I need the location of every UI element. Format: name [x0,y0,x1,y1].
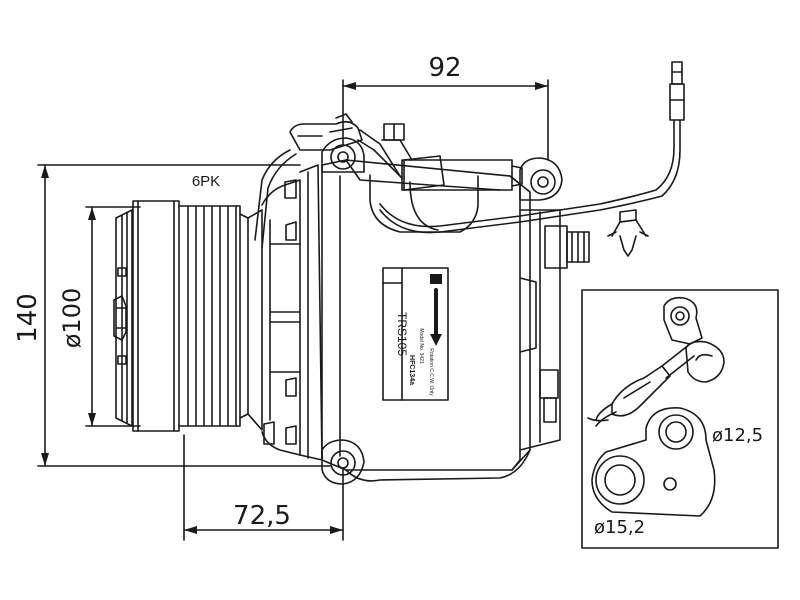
label-model: TRS105 [395,312,409,356]
port-detail-inset: ø12,5 ø15,2 [581,289,779,549]
dimension-140-label: 140 [13,293,43,343]
mounting-ears [321,137,563,485]
dimension-100-label: ø100 [58,288,86,349]
port-small-diameter-label: ø12,5 [712,425,763,446]
dimension-pulley-diameter: ø100 [58,206,141,427]
label-line1: HFC134a [408,355,415,385]
wire-harness [254,61,685,257]
dimension-92-label: 92 [428,53,461,83]
label-line3: Rotation C.C.W. Only [428,348,434,396]
wire-clip [607,209,649,257]
belt-type-label: 6PK [192,173,220,190]
port-large-diameter-label: ø15,2 [594,517,645,538]
front-bolts [263,179,301,445]
dimension-width-top: 92 [342,53,549,161]
label-line2: Model No. 3421 [418,328,424,364]
pressure-switch [289,113,523,191]
front-housing [247,164,323,461]
dimension-72-5-label: 72,5 [233,501,291,531]
port-flange [591,407,716,517]
port-sensor [587,296,725,427]
dimension-offset-bottom: 72,5 [183,434,344,541]
clutch-plate [113,209,133,427]
label-plate: TRS105 HFC134a Model No. 3421 Rotation C… [382,267,449,401]
pulley [132,200,249,432]
compressor-body [321,159,590,482]
